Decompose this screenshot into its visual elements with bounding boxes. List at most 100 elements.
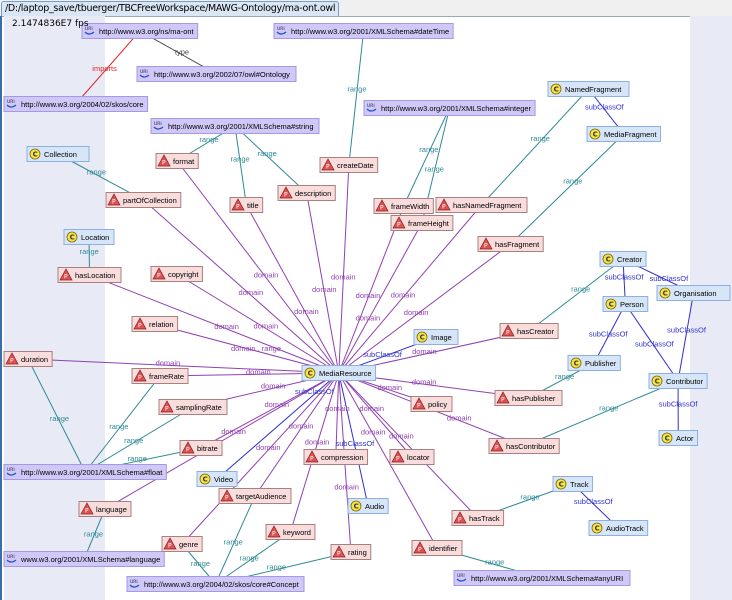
- svg-text:C: C: [203, 476, 208, 484]
- node-label: www.w3.org/2001/XMLSchema#language: [20, 555, 160, 564]
- range-edge: [234, 125, 247, 206]
- svg-text:P: P: [458, 517, 462, 524]
- node-label: Image: [431, 333, 452, 342]
- range-edge-label: range: [347, 84, 366, 93]
- property-p-icon: [231, 198, 245, 211]
- svg-text:P: P: [442, 204, 446, 211]
- property-p-icon: [305, 450, 319, 463]
- imports-edge: [75, 30, 141, 105]
- svg-text:URI: URI: [154, 121, 162, 127]
- property-p-icon: [267, 525, 281, 538]
- property-p-icon: [490, 439, 504, 452]
- domain-edge: [143, 199, 340, 374]
- range-edge-label: range: [231, 155, 250, 164]
- node-label: policy: [428, 400, 447, 409]
- node-label: relation: [149, 320, 174, 329]
- range-edge-label: range: [124, 436, 143, 445]
- property-p-icon: [5, 352, 19, 365]
- uri-icon: URI: [366, 103, 377, 112]
- tab-ma-ont-owl[interactable]: /D:/laptop_save/tbuerger/TBCFreeWorkspac…: [1, 1, 340, 16]
- class-c-icon: [550, 83, 562, 95]
- domain-edge-label: domain: [356, 314, 381, 323]
- node-label: identifier: [429, 544, 458, 553]
- class-c-icon: [591, 522, 603, 534]
- svg-text:P: P: [418, 547, 422, 554]
- subClassOf-edge: [677, 292, 694, 382]
- svg-text:P: P: [112, 199, 116, 206]
- range-edge: [215, 531, 291, 585]
- subClassOf-edge-label: subClassOf: [605, 272, 645, 281]
- property-p-icon: [501, 324, 515, 337]
- domain-edge-label: domain: [356, 291, 381, 300]
- node-label: frameRate: [149, 372, 184, 381]
- range-edge-label: range: [599, 403, 618, 412]
- class-c-icon: [304, 367, 316, 379]
- domain-edge-label: domain: [305, 438, 330, 447]
- range-edge: [84, 375, 161, 473]
- svg-text:C: C: [308, 370, 313, 378]
- svg-text:P: P: [326, 164, 330, 171]
- subClassOf-edge-label: subClassOf: [635, 339, 675, 348]
- node-label: http://www.w3.org/2001/XMLSchema#dateTim…: [291, 27, 449, 36]
- svg-text:P: P: [501, 397, 505, 404]
- node-label: hasContributor: [506, 442, 556, 451]
